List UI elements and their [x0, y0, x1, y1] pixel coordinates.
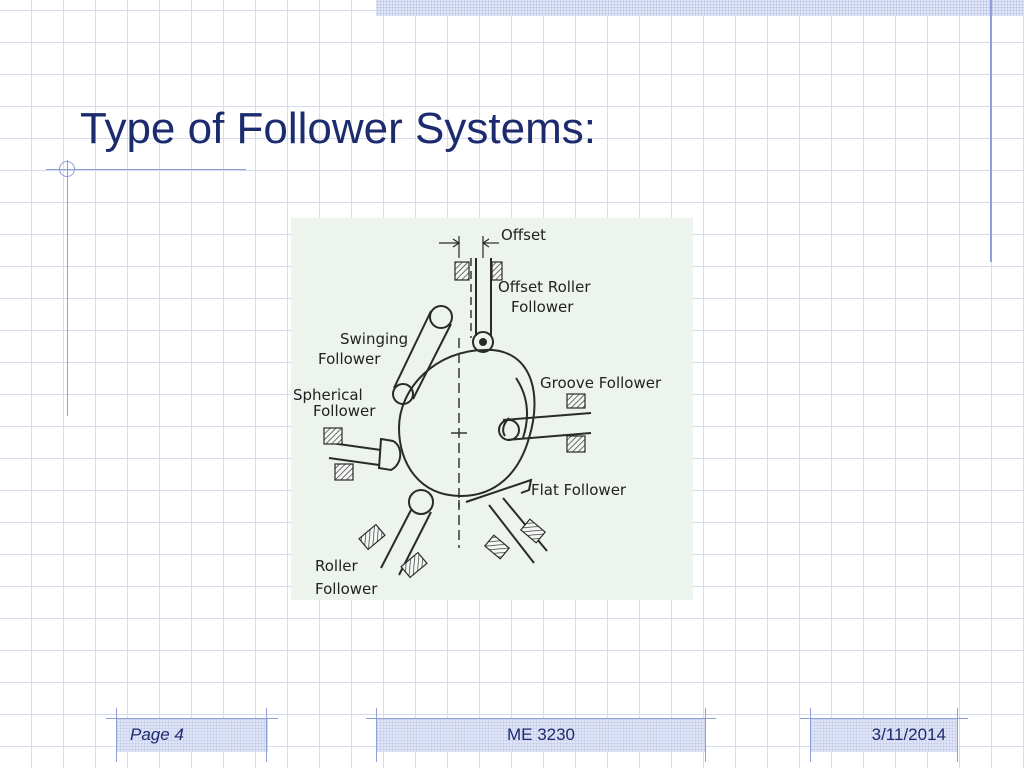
right-decorative-line	[990, 0, 992, 262]
footer-date-vline-right	[957, 708, 958, 762]
title-decorative-circle	[59, 161, 75, 177]
footer-course-vline-left	[376, 708, 377, 762]
footer-date-hline	[800, 718, 968, 719]
groove-guide-hatch-top	[566, 393, 586, 409]
label-swinging-line1: Swinging	[340, 330, 408, 348]
label-groove: Groove Follower	[540, 374, 662, 392]
flat-guide-hatch-left	[483, 534, 511, 560]
footer-course-vline-right	[705, 708, 706, 762]
footer-page-hline	[106, 718, 278, 719]
footer-page-number: Page 4	[130, 725, 184, 744]
footer-course: ME 3230	[506, 725, 576, 744]
label-offset: Offset	[501, 226, 546, 244]
footer-course-hline	[366, 718, 716, 719]
top-decorative-band	[376, 0, 1024, 16]
footer-date: 3/11/2014	[871, 725, 946, 744]
slide-title: Type of Follower Systems:	[80, 104, 596, 153]
groove-follower	[498, 377, 592, 441]
spherical-guide-hatch-bottom	[334, 463, 354, 481]
label-swinging-line2: Follower	[318, 350, 381, 368]
left-decorative-line	[67, 160, 68, 416]
footer-page-vline-left	[116, 708, 117, 762]
groove-guide-hatch-bottom	[566, 435, 586, 453]
swinging-follower	[392, 305, 453, 405]
label-offset-roller-line2: Follower	[511, 298, 574, 316]
roller-guide-hatch-left	[358, 523, 386, 551]
label-roller-line1: Roller	[315, 557, 358, 575]
label-flat: Flat Follower	[531, 481, 627, 499]
offset-guide-hatch-left	[454, 261, 470, 281]
label-spherical-line1: Spherical	[293, 386, 363, 404]
label-roller-line2: Follower	[315, 580, 378, 598]
title-underline	[46, 169, 246, 170]
footer-course-box: ME 3230	[376, 718, 706, 752]
cam-outline	[397, 348, 536, 498]
footer-date-vline-left	[810, 708, 811, 762]
label-offset-roller-line1: Offset Roller	[498, 278, 591, 296]
offset-roller	[472, 331, 494, 353]
label-spherical-line2: Follower	[313, 402, 376, 420]
footer-date-box: 3/11/2014	[810, 718, 958, 752]
flat-guide-hatch-right	[519, 518, 547, 544]
footer-page-vline-right	[266, 708, 267, 762]
offset-guide-hatch-right	[491, 261, 503, 281]
roller-guide-hatch-right	[400, 551, 428, 579]
footer-page-box: Page 4	[116, 718, 268, 752]
spherical-guide-hatch-top	[323, 427, 343, 445]
follower-systems-diagram: Offset Offset Roller Follower Swinging F…	[291, 218, 693, 600]
